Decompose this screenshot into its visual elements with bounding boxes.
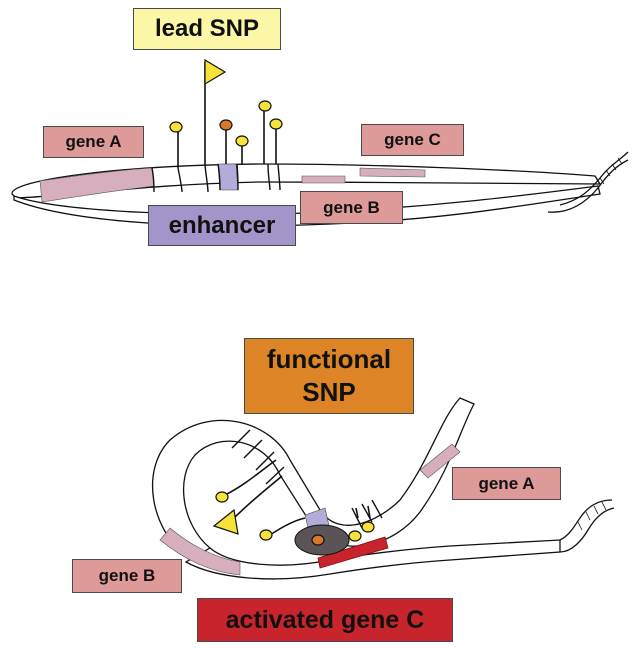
- snp-marker: [361, 521, 375, 533]
- gene-b-segment: [159, 527, 241, 576]
- gene-a-label: gene A: [43, 126, 144, 158]
- snp-marker: [311, 534, 325, 546]
- snp-marker: [169, 121, 183, 133]
- snp-marker: [259, 529, 273, 541]
- gene-a-segment: [419, 443, 461, 479]
- gene-c-label: gene C: [361, 124, 464, 156]
- lead-snp-flag: [204, 58, 227, 86]
- gene-b-segment: [301, 175, 346, 184]
- gene-a-segment: [39, 167, 155, 203]
- lead-snp-label: lead SNP: [133, 8, 281, 50]
- activated-gene-c-label: activated gene C: [197, 598, 453, 642]
- enhancer-label: enhancer: [148, 205, 296, 246]
- snp-marker: [235, 135, 249, 147]
- bottom-chromatin-fiber: [151, 397, 615, 580]
- enhancer-segment: [217, 163, 239, 191]
- functional-snp-label: functional SNP: [244, 338, 414, 414]
- functional-snp-line1: functional: [266, 344, 392, 374]
- gene-b-label: gene B: [72, 559, 182, 593]
- snp-marker: [219, 119, 233, 131]
- activated-gene-c-segment: [317, 536, 389, 569]
- functional-snp-line2: SNP: [302, 377, 356, 407]
- snp-marker: [269, 118, 283, 130]
- gene-a-label: gene A: [452, 467, 561, 500]
- snp-marker: [215, 491, 229, 503]
- gene-c-segment: [359, 167, 426, 178]
- lead-snp-flag: [212, 508, 239, 535]
- snp-marker: [348, 530, 362, 542]
- snp-marker: [258, 100, 272, 112]
- gene-b-label: gene B: [300, 191, 403, 224]
